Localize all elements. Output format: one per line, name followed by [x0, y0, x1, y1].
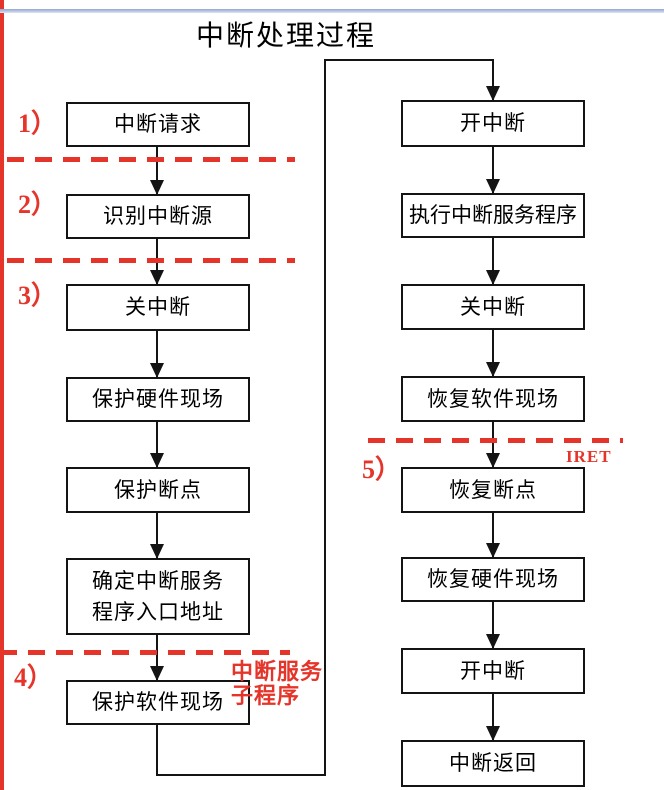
stage-divider-4 — [0, 650, 290, 655]
page-title: 中断处理过程 — [195, 21, 377, 52]
flow-box-interrupt-request: 中断请求 — [66, 102, 250, 147]
flow-box-interrupt-return: 中断返回 — [401, 740, 585, 787]
flow-box-restore-breakpoint: 恢复断点 — [401, 467, 585, 513]
arrow-down-left-6 — [150, 635, 164, 681]
connector-arrow-into-enable-interrupt — [486, 60, 500, 101]
stage-label-2: 2） — [18, 190, 58, 219]
flow-box-enable-interrupt-bottom: 开中断 — [401, 648, 585, 694]
flow-box-save-software-context: 保护软件现场 — [66, 680, 250, 725]
arrow-down-right-6 — [486, 602, 500, 649]
flow-box-restore-hardware-context: 恢复硬件现场 — [401, 557, 585, 602]
flow-box-save-breakpoint: 保护断点 — [66, 467, 250, 513]
connector-up-segment — [324, 59, 326, 775]
stage-divider-2 — [7, 258, 295, 263]
stage-label-5: 5） — [362, 455, 402, 484]
flow-box-save-hardware-context: 保护硬件现场 — [66, 377, 250, 422]
connector-down-segment — [156, 725, 158, 775]
arrow-down-right-4 — [486, 422, 500, 468]
stage-label-3: 3） — [18, 281, 58, 310]
note-iret: IRET — [566, 447, 612, 466]
left-accent-bar — [0, 0, 4, 790]
arrow-down-right-1 — [486, 147, 500, 194]
connector-top-segment — [324, 59, 494, 61]
stage-label-1: 1） — [18, 109, 58, 138]
flow-box-enable-interrupt-top: 开中断 — [401, 100, 585, 147]
flow-box-disable-interrupt-right: 关中断 — [401, 284, 585, 330]
stage-divider-1 — [7, 157, 295, 162]
stage-divider-5 — [368, 438, 623, 443]
arrow-down-right-3 — [486, 330, 500, 377]
flow-box-determine-isr-entry-address: 确定中断服务 程序入口地址 — [66, 558, 250, 635]
note-isr-subroutine: 中断服务 子程序 — [231, 659, 324, 708]
connector-bottom-segment — [156, 774, 326, 776]
arrow-down-right-5 — [486, 513, 500, 558]
arrow-down-right-7 — [486, 694, 500, 741]
top-divider-rule — [0, 9, 664, 13]
stage-label-4: 4） — [14, 663, 54, 692]
flow-box-execute-isr: 执行中断服务程序 — [401, 193, 585, 238]
flow-box-restore-software-context: 恢复软件现场 — [401, 376, 585, 422]
flow-box-identify-interrupt-source: 识别中断源 — [66, 194, 250, 239]
flow-box-disable-interrupt-left: 关中断 — [66, 284, 250, 331]
arrow-down-left-1 — [150, 147, 164, 195]
arrow-down-left-4 — [150, 422, 164, 468]
arrow-down-left-3 — [150, 331, 164, 378]
arrow-down-left-5 — [150, 513, 164, 559]
arrow-down-right-2 — [486, 238, 500, 285]
